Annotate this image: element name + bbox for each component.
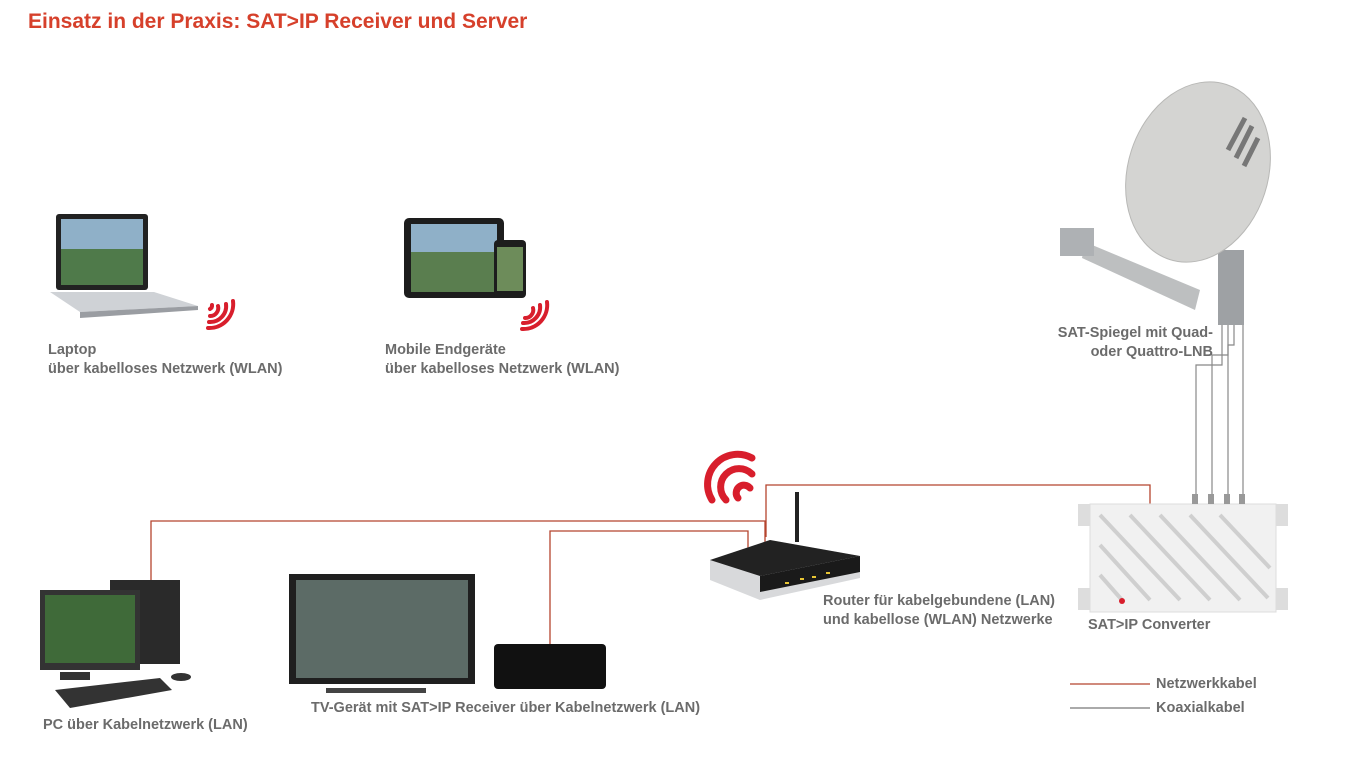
- coax-cables: [1195, 320, 1244, 495]
- tv-label: TV-Gerät mit SAT>IP Receiver über Kabeln…: [311, 700, 701, 716]
- sat-ip-converter-image: [1078, 494, 1288, 613]
- mobile-label-line2: über kabelloses Netzwerk (WLAN): [385, 361, 620, 377]
- wifi-icon: [704, 450, 756, 504]
- converter-label: SAT>IP Converter: [1088, 617, 1211, 633]
- router-image: [710, 492, 860, 600]
- router-label-line1: Router für kabelgebundene (LAN): [823, 593, 1056, 609]
- laptop-label-line2: über kabelloses Netzwerk (WLAN): [48, 361, 283, 377]
- satellite-dish-image: [1060, 81, 1271, 325]
- cable-pc-router: [150, 520, 766, 583]
- network-cables: [150, 484, 1151, 660]
- mobile-label: Mobile Endgeräte über kabelloses Netzwer…: [385, 341, 619, 379]
- page-title: Einsatz in der Praxis: SAT>IP Receiver u…: [28, 10, 528, 33]
- wifi-icon: [206, 299, 236, 331]
- pc-label: PC über Kabelnetzwerk (LAN): [43, 717, 248, 733]
- dish-label-line1: SAT-Spiegel mit Quad-: [1057, 325, 1213, 341]
- laptop-label: Laptop über kabelloses Netzwerk (WLAN): [48, 341, 282, 379]
- laptop-image: [50, 214, 198, 318]
- laptop-label-line1: Laptop: [48, 342, 97, 358]
- mobile-label-line1: Mobile Endgeräte: [385, 342, 506, 358]
- cable-tv-router: [549, 530, 749, 660]
- dish-label: SAT-Spiegel mit Quad- oder Quattro-LNB: [1058, 324, 1213, 362]
- router-label-line2: und kabellose (WLAN) Netzwerke: [823, 612, 1053, 628]
- tv-image: [289, 574, 475, 693]
- tablet-phone-image: [404, 218, 526, 298]
- pc-image: [40, 580, 191, 708]
- dish-label-line2: oder Quattro-LNB: [1090, 344, 1213, 360]
- receiver-image: [494, 644, 606, 689]
- cable-router-converter: [765, 484, 1151, 537]
- legend-coax-label: Koaxialkabel: [1156, 700, 1245, 716]
- router-label: Router für kabelgebundene (LAN) und kabe…: [823, 592, 1055, 630]
- wifi-icon: [520, 300, 550, 332]
- legend-network-label: Netzwerkkabel: [1156, 676, 1257, 692]
